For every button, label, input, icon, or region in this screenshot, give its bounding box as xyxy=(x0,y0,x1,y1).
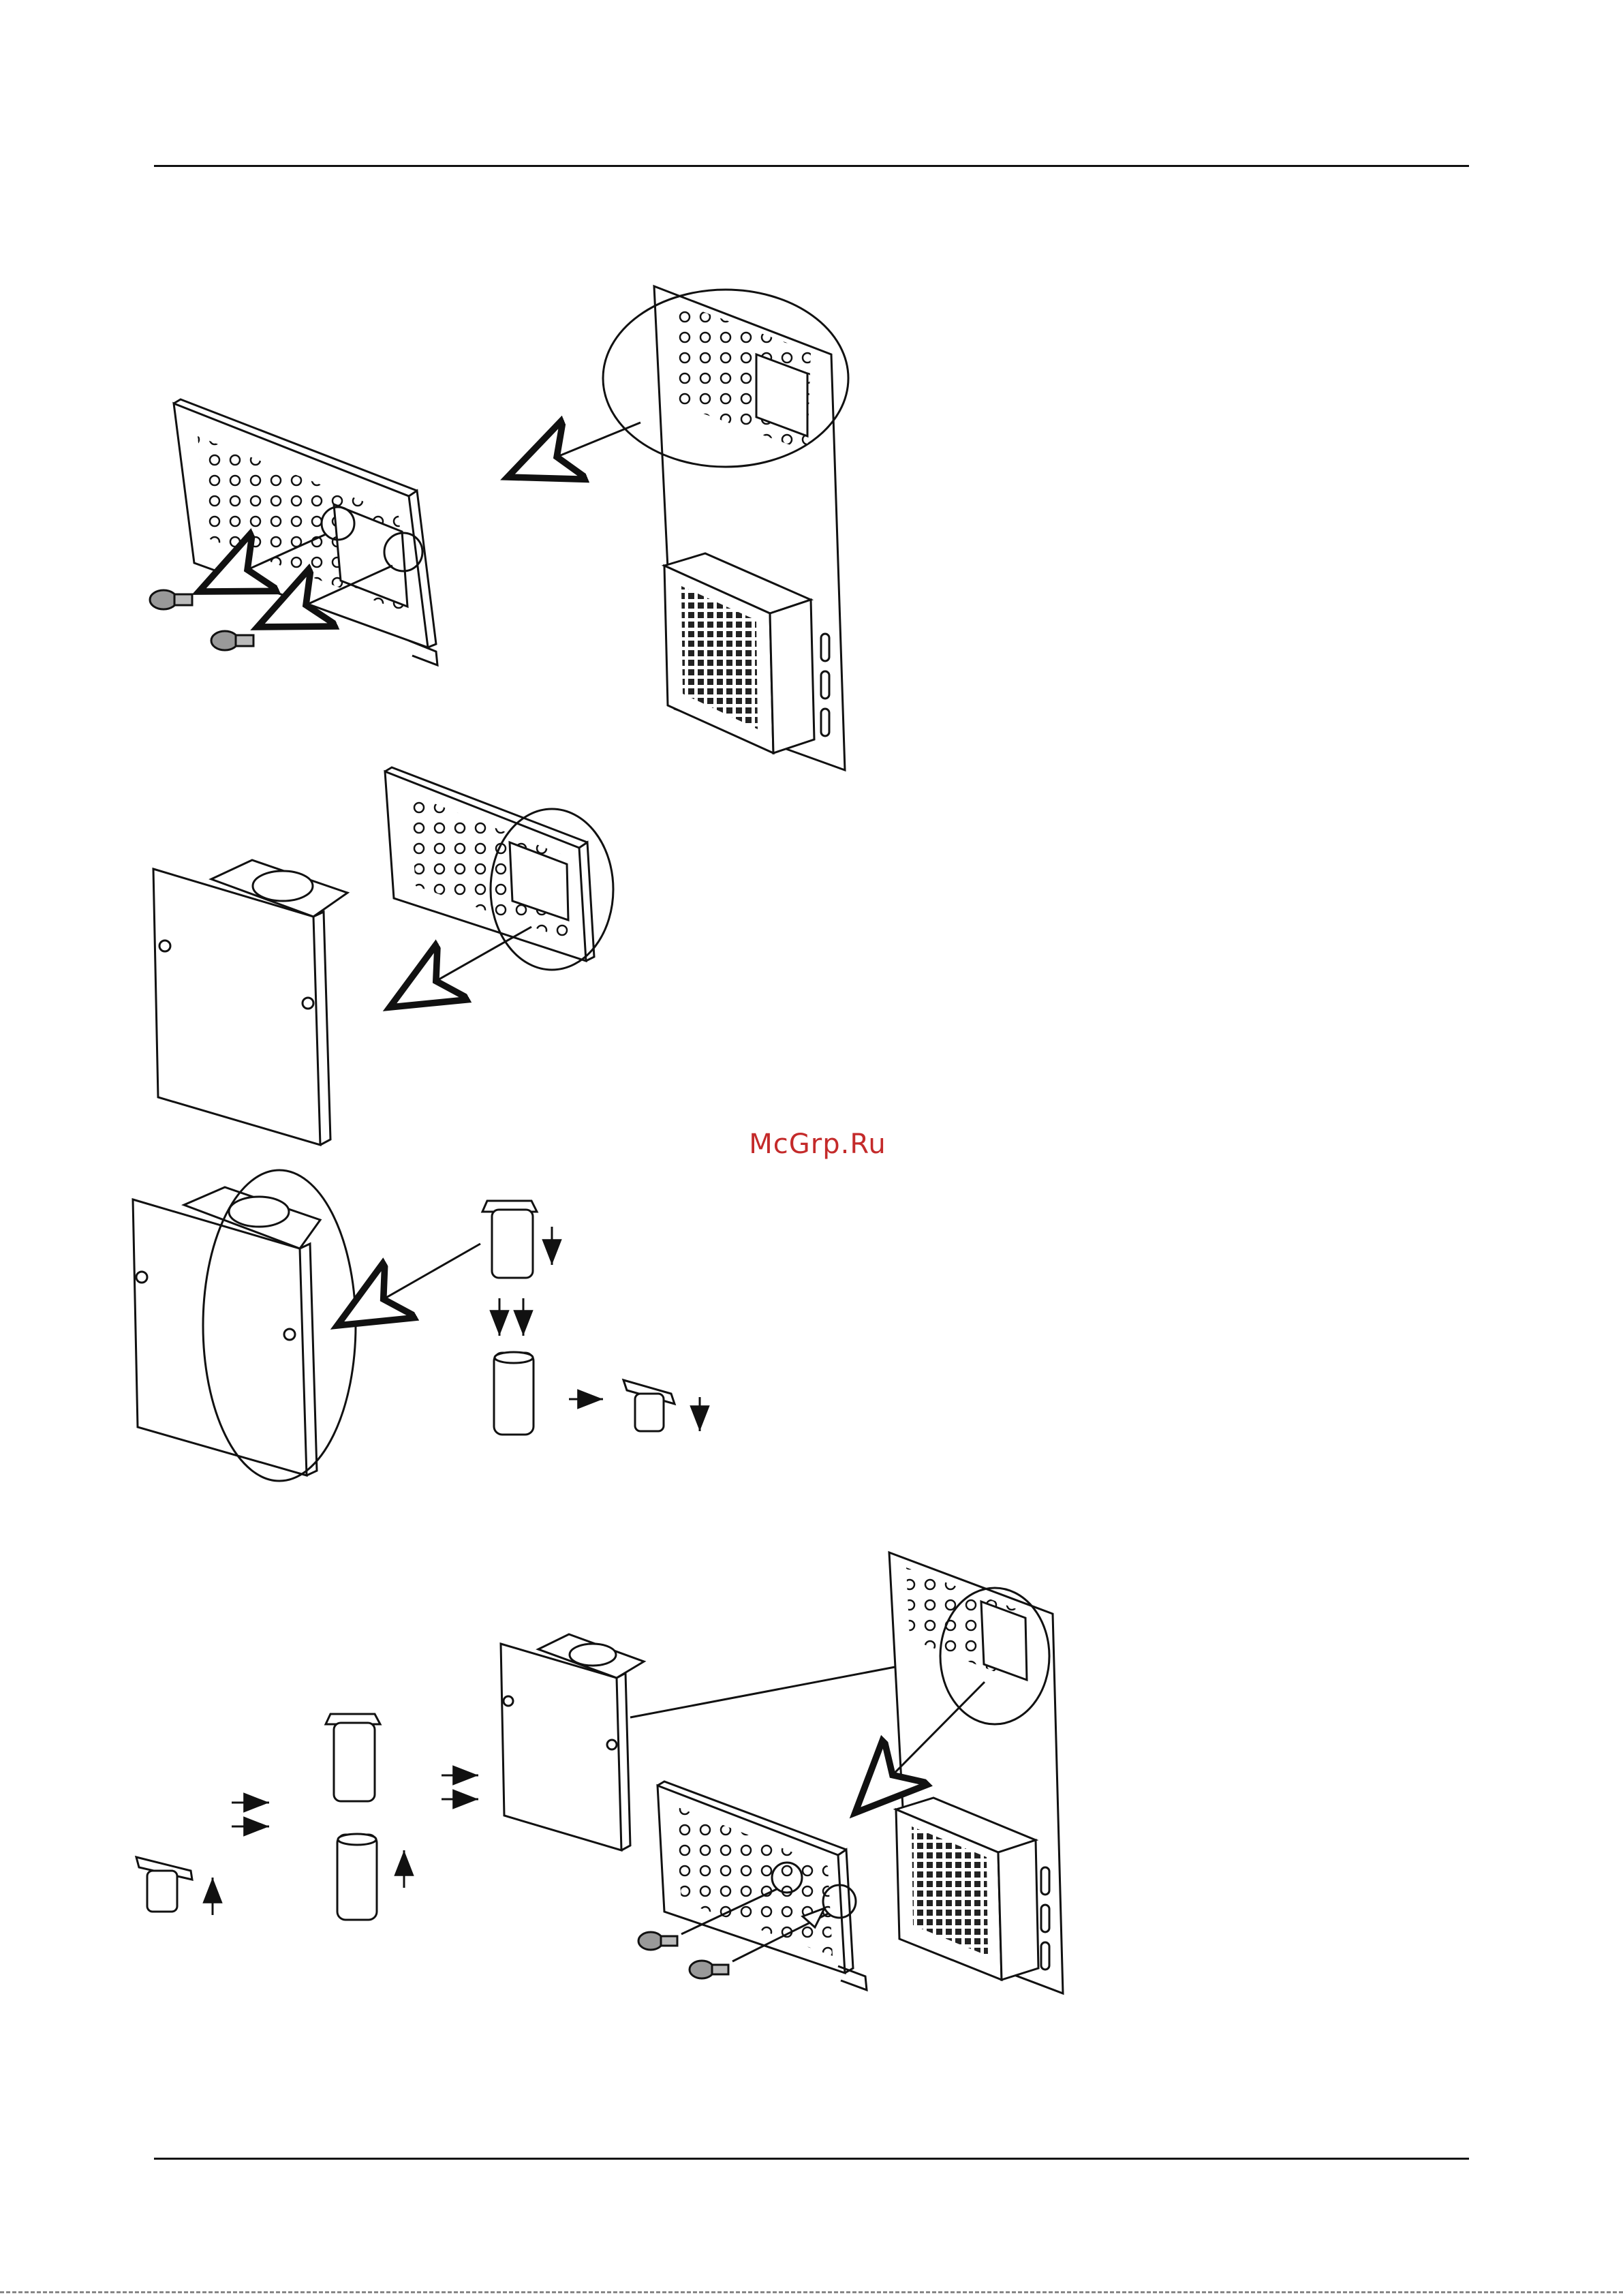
screw-icon xyxy=(211,631,253,650)
step-3-capacitor xyxy=(133,1170,700,1481)
page-edge xyxy=(0,2291,1623,2293)
capacitor-clip xyxy=(623,1380,675,1431)
perforated-cover-panel xyxy=(174,399,437,665)
step-2-bracket xyxy=(153,767,613,1145)
capacitor xyxy=(337,1834,377,1920)
screw-icon xyxy=(150,590,192,609)
slot-column xyxy=(821,634,829,736)
capacitor-with-clip xyxy=(482,1201,537,1278)
slot-column xyxy=(1041,1867,1049,1970)
perforated-cover-panel xyxy=(385,767,594,961)
capacitor-with-clip xyxy=(326,1714,380,1801)
step-1-cover-removal xyxy=(150,286,848,770)
capacitor xyxy=(494,1352,534,1435)
mounting-plate xyxy=(153,860,347,1145)
screw-icon xyxy=(690,1961,728,1978)
capacitor-clip xyxy=(136,1857,192,1912)
mounting-plate xyxy=(133,1187,320,1475)
watermark: McGrp.Ru xyxy=(722,1129,913,1160)
step-4-reassembly xyxy=(136,1552,1063,1993)
screw-icon xyxy=(638,1932,677,1950)
mounting-plate xyxy=(501,1634,644,1850)
